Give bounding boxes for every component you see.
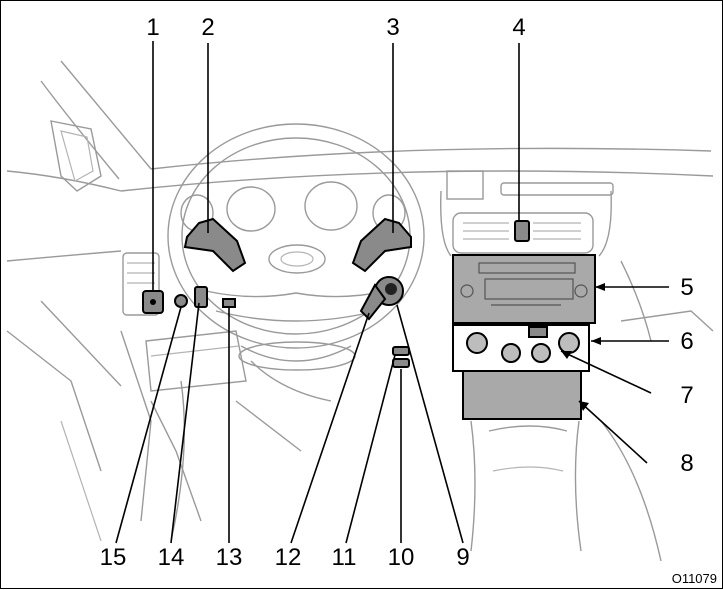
callout-11: 11: [332, 544, 357, 571]
callout-10: 10: [388, 544, 415, 571]
callout-15: 15: [100, 544, 127, 571]
lower-console-panel: [463, 371, 581, 419]
climate-panel: [453, 325, 589, 371]
callout-8: 8: [680, 450, 693, 477]
right-stalk: [361, 277, 403, 319]
button-11: [393, 347, 409, 355]
callout-14: 14: [158, 544, 185, 571]
right-steering-switch: [353, 219, 411, 271]
callout-1: 1: [146, 14, 159, 41]
callout-6: 6: [680, 328, 693, 355]
callout-9: 9: [456, 544, 469, 571]
figure-code: O11079: [672, 571, 717, 586]
callout-4: 4: [512, 14, 525, 41]
center-indicator: [515, 221, 529, 241]
callout-7: 7: [680, 382, 693, 409]
small-dial: [175, 295, 187, 307]
callout-5: 5: [680, 274, 693, 301]
callout-2: 2: [201, 14, 214, 41]
small-switch: [223, 299, 235, 307]
button-10: [393, 359, 409, 367]
left-lever: [195, 287, 207, 307]
audio-panel: [453, 255, 595, 323]
callout-3: 3: [386, 14, 399, 41]
callout-12: 12: [275, 544, 302, 571]
callout-13: 13: [216, 544, 243, 571]
